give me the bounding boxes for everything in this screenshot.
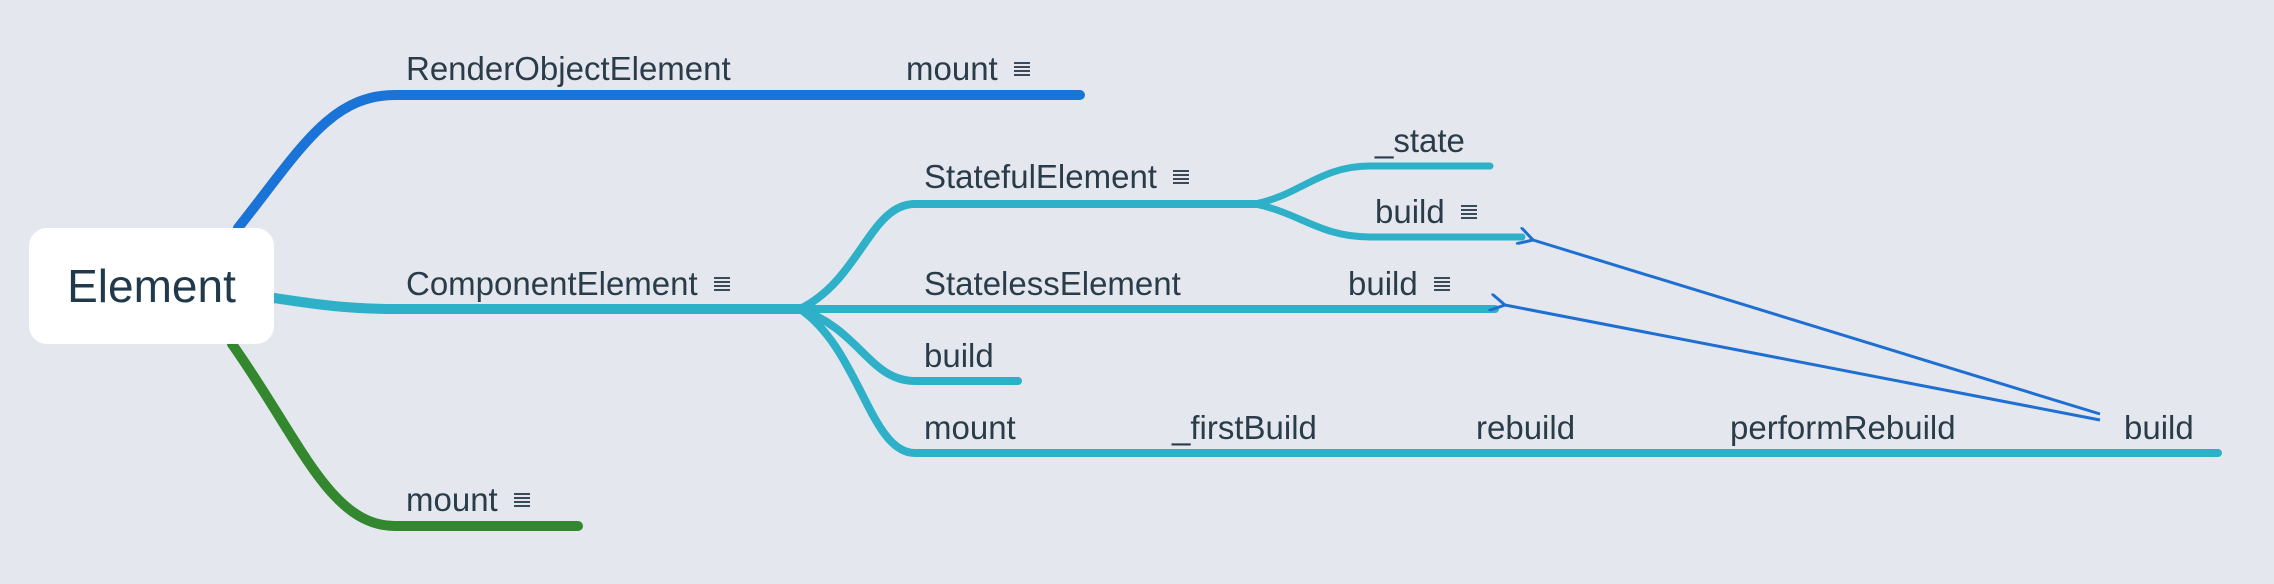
node-component-build[interactable]: build <box>924 337 994 374</box>
note-icon[interactable] <box>1460 205 1477 219</box>
node-render-object-mount[interactable]: mount <box>906 49 1030 89</box>
note-icon[interactable] <box>1433 277 1450 291</box>
note-icon[interactable] <box>1013 62 1030 76</box>
branch-component <box>269 293 805 314</box>
node-chain-mount[interactable]: mount <box>924 409 1016 446</box>
root-label: Element <box>67 260 236 312</box>
branch-mount-chain <box>796 305 2222 457</box>
node-component-element[interactable]: ComponentElement <box>406 264 730 304</box>
node-chain-rebuild[interactable]: rebuild <box>1476 409 1576 446</box>
branch-stateful <box>796 200 1259 313</box>
note-icon[interactable] <box>513 493 530 507</box>
node-chain-perform-rebuild[interactable]: performRebuild <box>1730 409 1956 446</box>
relation-arrow-stateless-build <box>1505 305 2101 422</box>
branch-stateful-build <box>1251 200 1526 241</box>
node-render-object-element[interactable]: RenderObjectElement <box>406 50 731 87</box>
branch-state <box>1251 162 1494 208</box>
node-stateless-element[interactable]: StatelessElement <box>924 265 1181 302</box>
branch-render-object <box>233 90 1085 233</box>
note-icon[interactable] <box>1172 170 1189 184</box>
node-stateful-element[interactable]: StatefulElement <box>924 157 1189 197</box>
note-icon[interactable] <box>713 277 730 291</box>
branch-mount <box>227 339 583 531</box>
root-node-element[interactable]: Element <box>29 228 274 344</box>
node-stateless-build[interactable]: build <box>1348 264 1450 304</box>
node-chain-build[interactable]: build <box>2124 409 2194 446</box>
node-chain-first-build[interactable]: _firstBuild <box>1172 409 1317 446</box>
relation-arrow-stateful-build <box>1533 240 2101 416</box>
node-stateful-build[interactable]: build <box>1375 192 1477 232</box>
node-mount[interactable]: mount <box>406 480 530 520</box>
node-state[interactable]: _state <box>1375 122 1465 159</box>
branch-component-build <box>796 305 1022 385</box>
